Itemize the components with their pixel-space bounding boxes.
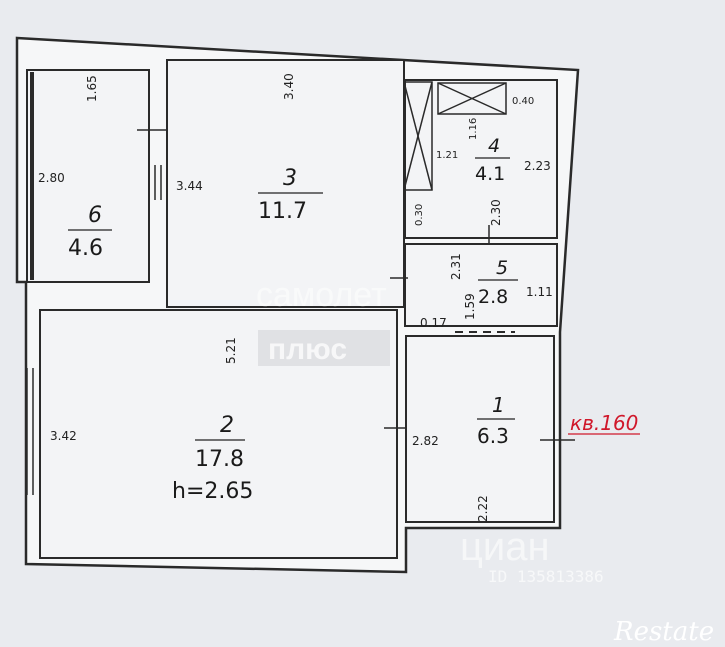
dim-r4-side: 1.21 [436,150,458,161]
watermark-plus-box [258,330,390,366]
room-4-number: 4 [488,135,500,157]
dim-r1-left: 2.82 [412,434,439,448]
dim-r5-small: 0.17 [420,316,447,330]
room-1-area: 6.3 [477,424,509,448]
room-2-height: h=2.65 [172,479,253,504]
room-1-outline [405,335,555,523]
room-2-area: 17.8 [195,447,244,472]
apartment-label: кв.160 [570,411,638,435]
dim-r4-inner: 1.16 [468,118,479,140]
dim-r6-top: 1.65 [85,75,99,102]
room-1-number: 1 [492,393,505,417]
dim-r4-bottom: 0.30 [414,204,425,226]
watermark-restate: Restate [613,617,714,647]
dim-r6-left: 2.80 [38,171,65,185]
dim-r5-right: 1.11 [526,285,553,299]
room-3-outline [166,59,405,308]
room-6-outline [26,69,150,283]
dim-r3-left: 3.44 [176,179,203,193]
dim-r5-bottom: 1.59 [463,293,477,320]
watermark-cian-id: ID 135813386 [488,567,604,586]
room-4-bath-diag-b [437,82,507,115]
room-6-area: 4.6 [68,236,103,261]
room-4-bath [437,82,507,115]
dim-r4-right: 2.23 [524,159,551,173]
room-4-area: 4.1 [475,163,505,185]
dim-r4-top: 0.40 [512,96,534,107]
dim-r5-left: 2.31 [449,253,463,280]
room-4-outline [404,79,558,239]
room-5-area: 2.8 [478,286,508,308]
room-4-shaft [403,81,433,191]
dim-r2-top: 5.21 [224,337,238,364]
watermark-cian: циан [460,525,550,569]
watermark-plus: плюс [268,333,347,366]
dim-r3-top: 3.40 [282,73,296,100]
dim-r2-left: 3.42 [50,429,77,443]
room-3-area: 11.7 [258,199,307,224]
room-3-number: 3 [283,166,297,191]
watermark-samolet: самолет [256,276,387,314]
room-6-number: 6 [88,203,102,228]
dim-r5-top: 2.30 [489,199,503,226]
dim-r1-bottom: 2.22 [476,495,490,522]
room-5-number: 5 [496,257,508,279]
room-2-number: 2 [220,413,234,438]
room-4-shaft-diag-b [403,81,433,191]
room-5-outline [404,243,558,327]
